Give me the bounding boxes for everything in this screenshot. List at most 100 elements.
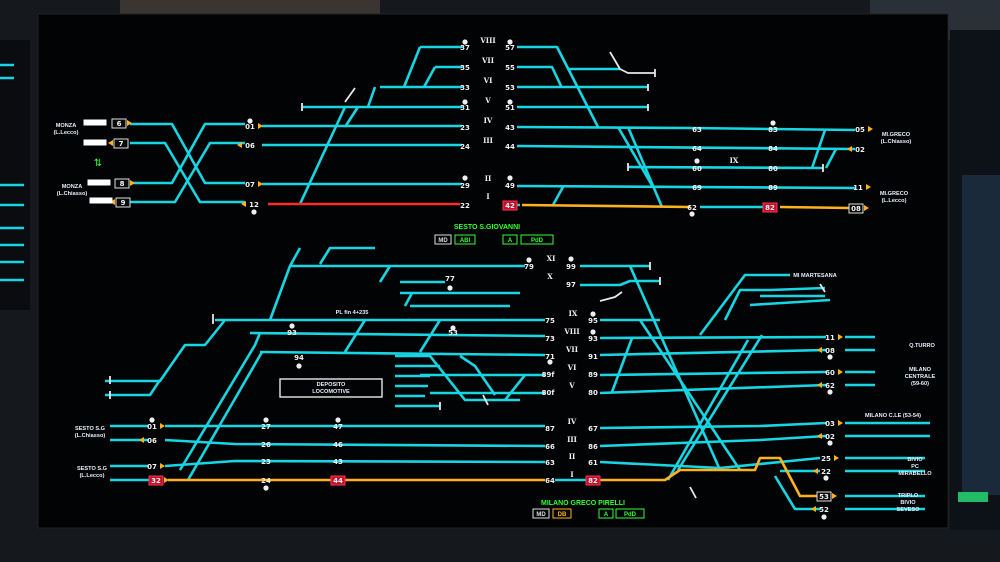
- signal-number: 05: [855, 126, 865, 134]
- station-label: BIVIO: [907, 457, 923, 463]
- signal-number: 22: [821, 468, 831, 476]
- signal-occupied-box[interactable]: [585, 475, 601, 486]
- signal-occupied-box[interactable]: [762, 202, 778, 213]
- signal-box[interactable]: [113, 138, 129, 149]
- signal-number: 8: [120, 180, 125, 188]
- signal-aspect-left-icon: [813, 468, 818, 474]
- signal-number: 57: [505, 44, 515, 52]
- signal-number: 35: [460, 64, 470, 72]
- signal-occupied-box[interactable]: [148, 475, 164, 486]
- signal-number: 64: [692, 145, 702, 153]
- signal-box[interactable]: [114, 178, 130, 189]
- signal-lamp-icon: [507, 39, 513, 45]
- signal-occupied-box[interactable]: [330, 475, 346, 486]
- signal-lamp-icon: [526, 257, 532, 263]
- signal-aspect-right-icon: [838, 369, 843, 375]
- signal-number: 89: [768, 184, 778, 192]
- track-number: X: [547, 272, 553, 281]
- track-number: IV: [484, 116, 493, 125]
- signal-lamp-icon: [827, 389, 833, 395]
- signal-number: 49: [505, 182, 515, 190]
- track-number: IX: [569, 309, 578, 318]
- signal-aspect-right-icon: [838, 420, 843, 426]
- panel-button[interactable]: [434, 234, 452, 245]
- signal-lamp-icon: [289, 323, 295, 329]
- panel-button[interactable]: [532, 508, 550, 519]
- signal-box[interactable]: [848, 203, 864, 214]
- station-label: (L.Lecco): [882, 198, 907, 204]
- track-number: VIII: [563, 327, 579, 336]
- signal-aspect-right-icon: [866, 184, 871, 190]
- signal-number: 53: [505, 84, 515, 92]
- signal-lamp-icon: [296, 363, 302, 369]
- station-label: TRIPLO: [898, 493, 919, 499]
- panel-button[interactable]: [615, 508, 645, 519]
- signal-number: 75: [545, 317, 555, 325]
- signal-aspect-right-icon: [258, 181, 263, 187]
- panel-button[interactable]: [552, 508, 572, 519]
- signal-box[interactable]: [111, 118, 127, 129]
- signal-number: 06: [245, 142, 255, 150]
- signal-number: 33: [460, 84, 470, 92]
- right-monitor-screen: [962, 175, 1000, 495]
- station-label: MI.GRECO: [880, 191, 909, 197]
- track-occupancy-indicator: [83, 119, 107, 126]
- track-number: IX: [730, 156, 739, 165]
- signal-number: 07: [245, 181, 255, 189]
- level-crossing-label: PL fin 4+235: [336, 310, 369, 316]
- signal-occupied-box[interactable]: [502, 200, 518, 211]
- panel-button[interactable]: [520, 234, 554, 245]
- signal-screen: [37, 13, 949, 529]
- track-number: V: [568, 381, 575, 390]
- signal-number: 82: [765, 204, 775, 212]
- signal-number: 06: [147, 437, 157, 445]
- signal-number: 02: [855, 146, 865, 154]
- signal-number: 24: [261, 477, 271, 485]
- signal-number: 32: [151, 477, 161, 485]
- panel-button[interactable]: [502, 234, 518, 245]
- panel-button[interactable]: [454, 234, 476, 245]
- route-set-segment: [521, 203, 851, 210]
- signal-number: 99: [566, 263, 576, 271]
- station-label: PC: [911, 464, 919, 470]
- signal-number: 52: [819, 506, 829, 514]
- signal-number: 93: [287, 329, 297, 337]
- signal-number: 23: [261, 458, 271, 466]
- signal-lamp-icon: [247, 118, 253, 124]
- signal-number: 63: [545, 459, 555, 467]
- signal-number: 46: [333, 441, 343, 449]
- panel-button-label: A: [604, 512, 609, 518]
- station-label: (L.Lecco): [54, 130, 79, 136]
- signal-box[interactable]: [816, 491, 832, 502]
- signal-number: 73: [545, 335, 555, 343]
- signal-lamp-icon: [335, 417, 341, 423]
- signal-number: 64: [545, 477, 555, 485]
- station-label: MONZA: [56, 123, 77, 129]
- signal-lamp-icon: [462, 99, 468, 105]
- signal-number: 43: [333, 458, 343, 466]
- signal-number: 44: [333, 477, 343, 485]
- station-label: MI MARTESANA: [793, 273, 837, 279]
- station-label: MIRABELLO: [898, 471, 932, 477]
- signal-aspect-left-icon: [811, 506, 816, 512]
- track-number: III: [567, 435, 577, 444]
- signal-lamp-icon: [447, 285, 453, 291]
- signal-number: 01: [245, 123, 255, 131]
- signal-aspect-left-icon: [817, 382, 822, 388]
- track-number: VI: [567, 363, 577, 372]
- signal-number: 66: [545, 443, 555, 451]
- signal-lamp-icon: [827, 354, 833, 360]
- panel-button-label: PdD: [531, 238, 544, 244]
- panel-button[interactable]: [598, 508, 614, 519]
- depot-label: LOCOMOTIVE: [312, 389, 350, 395]
- signal-number: 62: [687, 204, 697, 212]
- signal-box[interactable]: [115, 197, 131, 208]
- signal-number: 43: [505, 124, 515, 132]
- signal-lamp-icon: [263, 417, 269, 423]
- signal-number: 79: [524, 263, 534, 271]
- signal-number: 01: [147, 423, 157, 431]
- left-monitor: [0, 40, 30, 310]
- signal-lamp-icon: [689, 211, 695, 217]
- signal-aspect-right-icon: [160, 423, 165, 429]
- signal-number: 9: [121, 199, 126, 207]
